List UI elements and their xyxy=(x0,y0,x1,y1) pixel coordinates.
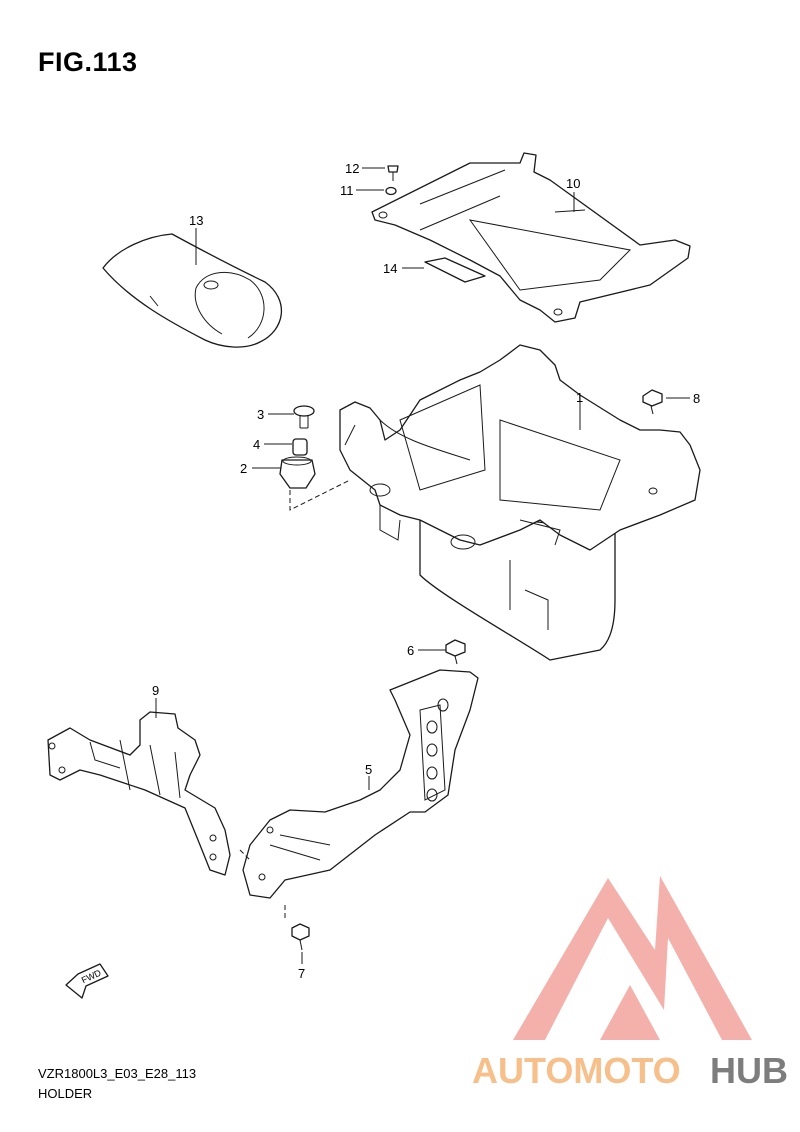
part-1-holder[interactable] xyxy=(339,344,701,661)
callout-10: 10 xyxy=(566,176,580,191)
part-9-bracket[interactable] xyxy=(47,711,231,876)
part-7-bolt[interactable] xyxy=(291,923,310,951)
part-10-plate[interactable] xyxy=(371,152,691,323)
part-4-collar[interactable] xyxy=(292,438,308,456)
section-name: HOLDER xyxy=(38,1086,93,1101)
logo-text-automoto: AUTOMOTO xyxy=(472,1050,681,1091)
model-code: VZR1800L3_E03_E28_113 xyxy=(38,1066,197,1081)
logo-text-hub: HUB xyxy=(710,1050,788,1091)
fwd-arrow-icon: FWD xyxy=(65,963,109,999)
part-14-pad[interactable] xyxy=(424,257,486,283)
callout-1: 1 xyxy=(576,390,583,405)
callout-11: 11 xyxy=(340,183,354,198)
part-6-bolt[interactable] xyxy=(445,639,466,665)
callout-8: 8 xyxy=(693,391,700,406)
callout-7: 7 xyxy=(298,966,305,981)
part-11-nut[interactable] xyxy=(385,186,397,196)
callout-3: 3 xyxy=(257,407,264,422)
part-12-screw[interactable] xyxy=(387,165,399,181)
part-5-bracket[interactable] xyxy=(242,669,479,899)
callout-13: 13 xyxy=(189,213,203,228)
figure-title: FIG.113 xyxy=(38,47,138,77)
callout-14: 14 xyxy=(383,261,397,276)
part-13-cover[interactable] xyxy=(102,233,282,348)
callout-2: 2 xyxy=(240,461,247,476)
callout-6: 6 xyxy=(407,643,414,658)
callout-5: 5 xyxy=(365,762,372,777)
callout-9: 9 xyxy=(152,683,159,698)
callout-12: 12 xyxy=(345,161,359,176)
part-2-grommet[interactable] xyxy=(279,456,316,489)
callout-4: 4 xyxy=(253,437,260,452)
logo-triangle-icon xyxy=(513,876,752,1040)
part-8-bolt[interactable] xyxy=(642,389,663,415)
part-3-screw[interactable] xyxy=(293,405,315,429)
